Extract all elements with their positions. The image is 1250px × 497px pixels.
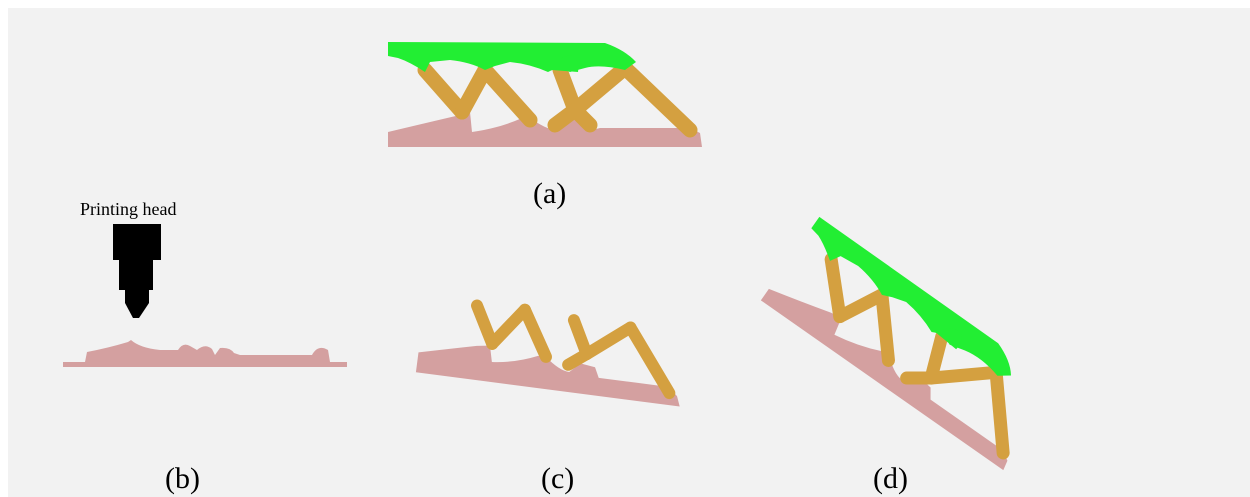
printing-head [113,224,161,318]
panel-label-c: (c) [541,462,575,495]
part-d-base-layer [760,288,1008,471]
part-c-middle-layer [471,299,676,400]
figure-background [8,8,1250,497]
panel-label-a: (a) [533,177,567,210]
part-a-top-layer [388,42,636,72]
part-b-base-layer [63,340,347,367]
part-b [63,224,347,367]
panel-label-d: (d) [873,462,908,495]
part-c-base-layer [415,345,680,407]
part-a-middle-layer [417,60,698,138]
part-d-middle-layer [824,252,1010,460]
part-d [760,216,1012,471]
panel-label-b: (b) [165,462,200,495]
part-a-base-layer [388,112,702,147]
part-d-top-layer [811,216,1012,376]
printing-head-label: Printing head [80,199,177,219]
part-c [415,299,680,407]
part-a [388,42,702,147]
